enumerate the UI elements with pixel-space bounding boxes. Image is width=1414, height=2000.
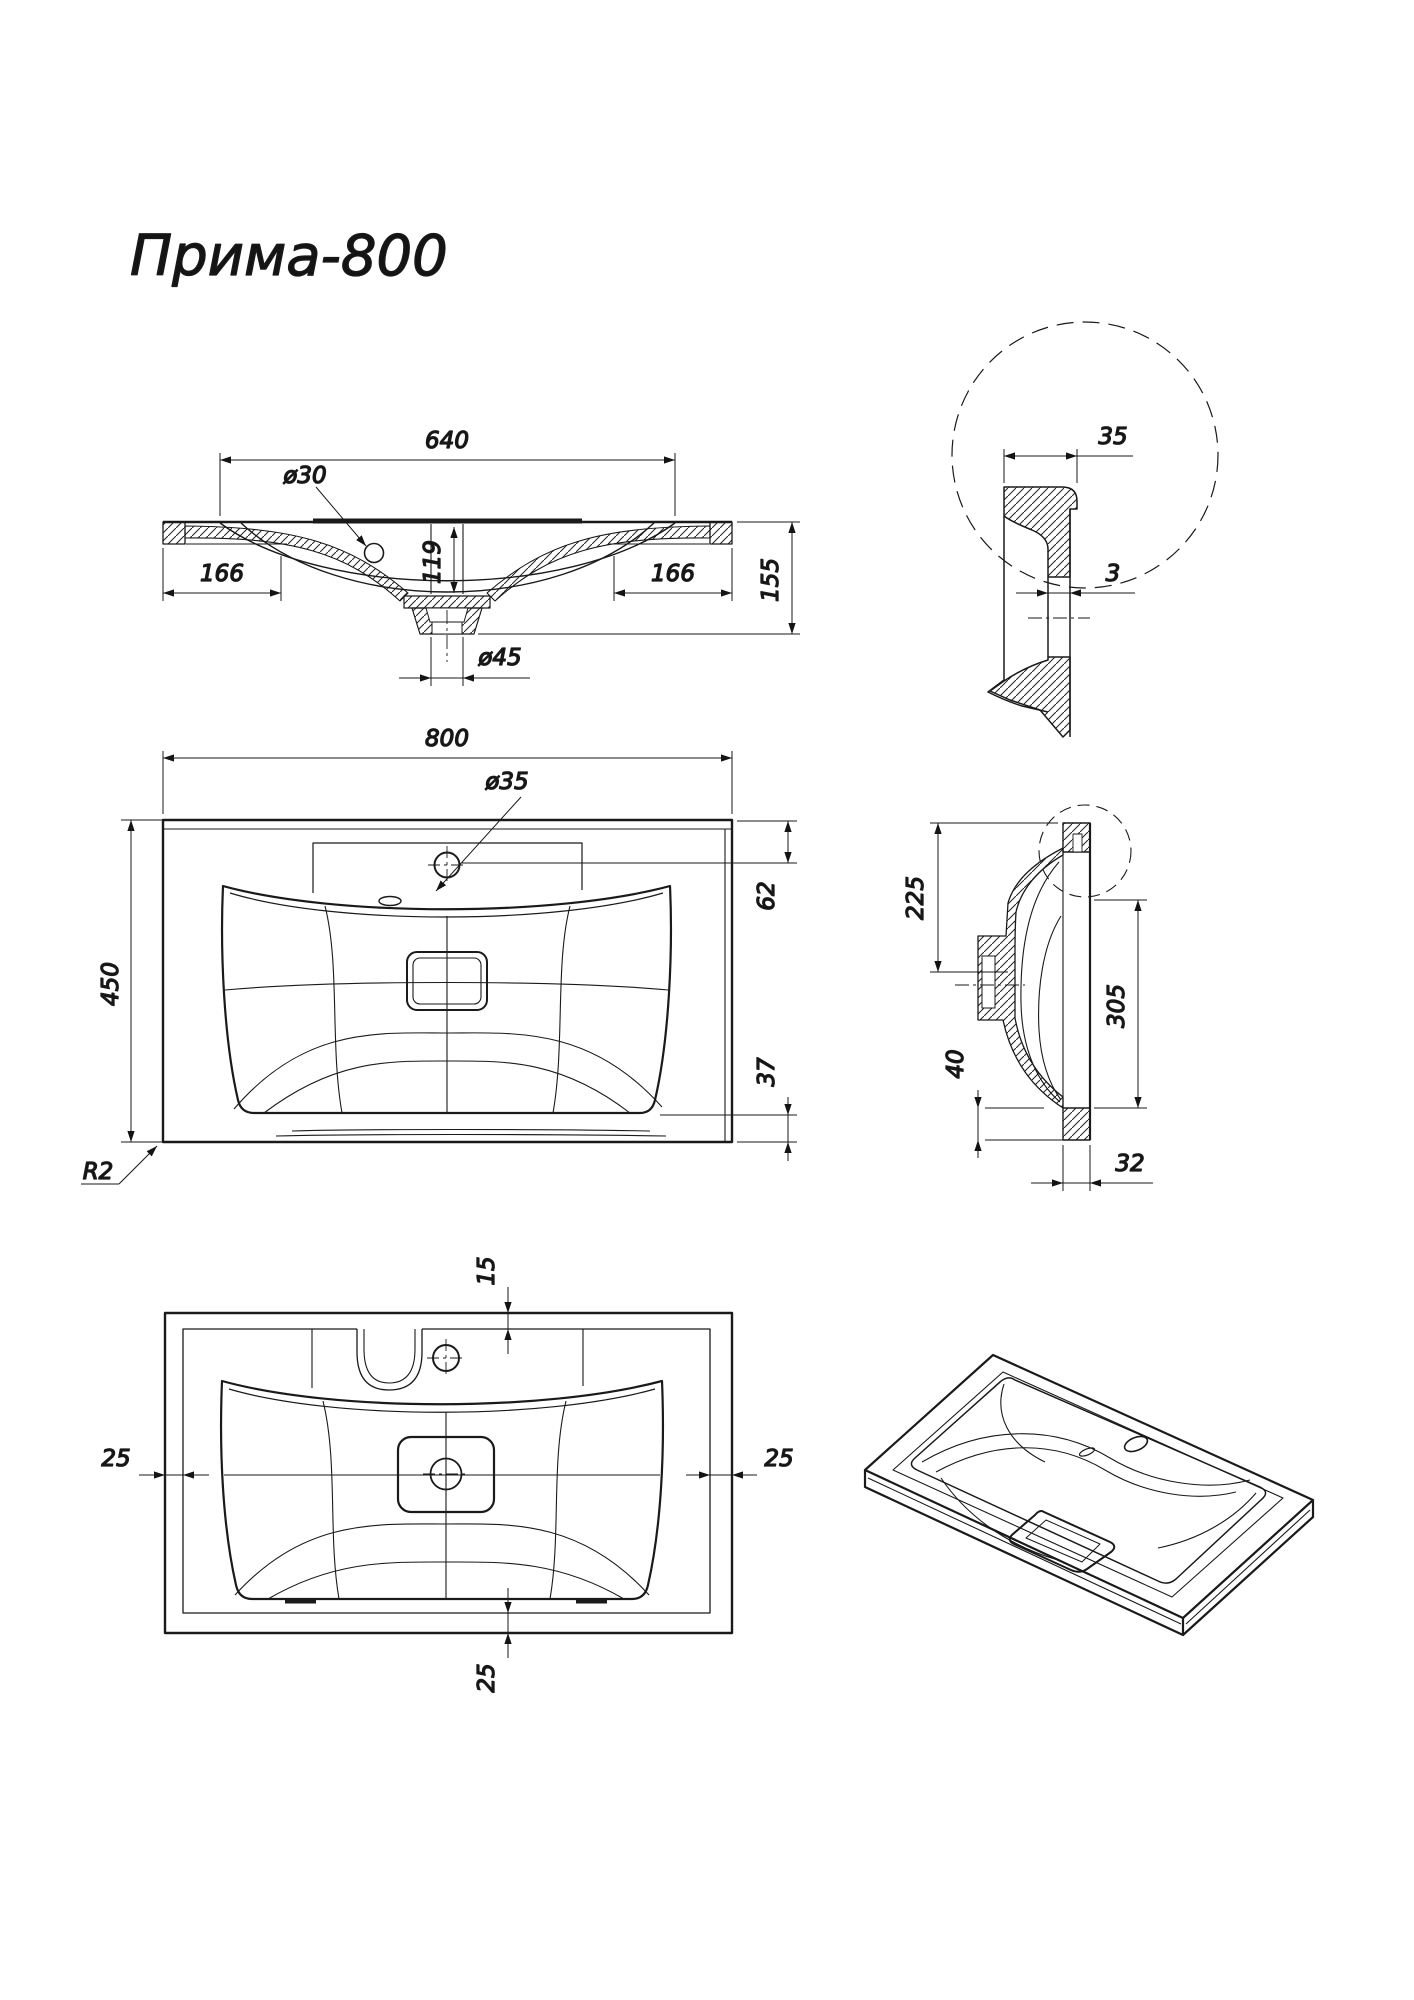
dim-slot-width: 3 [1106,561,1121,587]
dim-drain-dia: ø45 [477,645,521,671]
bottom-outer-rect [163,1311,734,1635]
plan-view: 800 ø35 450 62 37 R2 [81,725,797,1186]
dim-front-gap: 37 [754,1057,780,1087]
rim-section-upper [1003,486,1078,578]
dim-total-height: 155 [758,558,784,602]
dim-apron-width: 32 [1115,1151,1144,1177]
dim-rim-width: 35 [1098,424,1127,450]
dim-bowl-height: 305 [1104,984,1130,1028]
overflow-slot-plan [378,895,402,907]
bottom-view: 25 25 15 25 [101,1256,795,1694]
iso-basin-opening [910,1377,1267,1584]
iso-faucet-hole [1123,1435,1149,1453]
drawing-title: Прима-800 [130,224,448,289]
right-shell-section [486,525,711,602]
side-section-view: 225 305 40 32 [902,804,1153,1191]
isometric-view [863,1353,1315,1637]
iso-drain [1008,1510,1116,1573]
edge-detail-view: 35 3 [951,321,1219,738]
drain-plan [406,951,488,1011]
dim-right-flat: 166 [651,561,695,587]
bottom-inner-rect [182,1328,711,1614]
dim-width: 800 [425,726,469,752]
siphon-cutout-outer [356,1329,423,1391]
dim-overflow-dia: ø30 [282,463,326,489]
overflow-hole-section [363,542,385,564]
bowl-near-edge [240,522,655,593]
dim-top-inset: 15 [474,1256,500,1285]
rim-section-lower [989,656,1071,738]
drain-flange-bottom [396,1435,496,1514]
dim-foot-gap: 40 [943,1049,969,1078]
dim-depth: 450 [98,962,124,1006]
detail-reference-circle [1038,804,1132,898]
drain-outlet-side [981,955,996,1009]
right-end-cap-section [709,521,733,545]
dim-bottom-inset: 25 [474,1663,500,1692]
dim-left-inset: 25 [101,1446,130,1472]
drain-flange-section [403,595,491,609]
apron-section [1062,1107,1091,1141]
iso-overflow-slot [1078,1447,1096,1457]
recess-rect [312,842,583,893]
dim-opening-width: 640 [425,428,469,454]
basin-outline-plan [220,884,673,1115]
dim-back-gap: 62 [754,881,780,910]
basin-outline-bottom [219,1379,665,1601]
siphon-cutout-inner [363,1329,416,1384]
dim-back-height: 225 [903,876,929,920]
plan-outer-rect [161,818,734,1144]
dim-right-inset: 25 [764,1446,793,1472]
front-section-view: 640 ø30 119 166 166 ø45 155 [162,427,800,686]
left-shell-section [184,525,409,602]
dim-bowl-depth: 119 [420,540,446,584]
detail-boundary-circle [951,321,1219,589]
dim-corner-radius: R2 [83,1159,114,1185]
left-end-cap-section [162,521,186,545]
dim-left-flat: 166 [200,561,244,587]
bowl-far-edge [219,522,676,582]
dim-faucet-dia: ø35 [484,769,528,795]
